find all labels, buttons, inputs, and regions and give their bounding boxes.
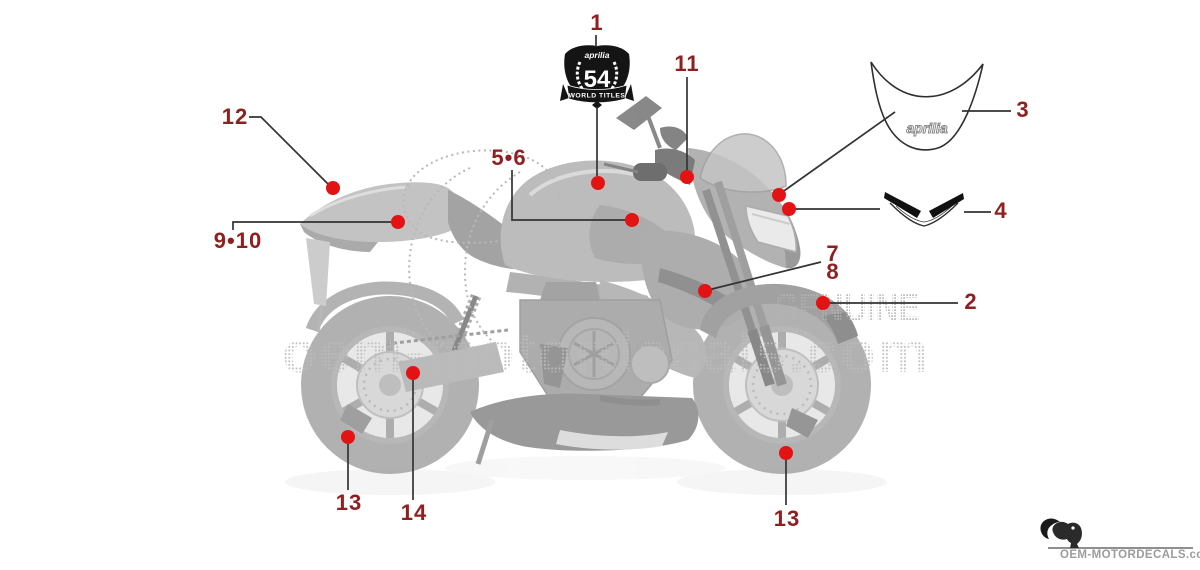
motorcycle-illustration	[300, 96, 871, 474]
chevron-decal	[884, 192, 964, 227]
belly-pan	[470, 393, 699, 465]
windscreen-decal-label: aprilia	[906, 120, 947, 136]
windscreen-decal: aprilia	[870, 61, 984, 151]
callout-label-13-front: 13	[773, 506, 801, 531]
callout-label-13-rear: 13	[335, 490, 363, 515]
callout-label-8: 8	[826, 259, 840, 284]
footer-logo-text: OEM-MOTORDECALS.com	[1060, 549, 1200, 561]
footer-logo: OEM-MOTORDECALS.com	[1040, 518, 1200, 561]
callout-label-11: 11	[674, 51, 700, 76]
callout-label-9-10: 9•10	[213, 228, 263, 253]
callout-label-2: 2	[964, 289, 978, 314]
callout-label-12: 12	[221, 104, 249, 129]
callout-label-14: 14	[400, 500, 428, 525]
toucan-icon	[1040, 518, 1082, 548]
front-controls	[603, 96, 787, 387]
ground-shadow	[285, 456, 887, 495]
callout-label-1: 1	[590, 10, 604, 35]
callout-lines	[232, 35, 1011, 505]
tail-section	[300, 182, 467, 333]
accessory-dotted-outlines	[402, 149, 561, 348]
world-titles-badge: aprilia 54 WORLD TITLES	[560, 45, 634, 109]
callout-label-5-6: 5•6	[491, 145, 527, 170]
callout-label-4: 4	[994, 198, 1008, 223]
watermarks: oem-motordecals.com GENUINE	[282, 286, 930, 385]
engine	[519, 282, 673, 399]
badge-banner-text: WORLD TITLES	[569, 93, 626, 100]
badge-number-text: 54	[584, 66, 611, 93]
windscreen	[699, 133, 787, 193]
swingarm	[385, 293, 509, 392]
watermark-genuine-text: GENUINE	[774, 286, 920, 330]
badge-brand-text: aprilia	[584, 50, 609, 60]
callout-label-3: 3	[1016, 97, 1030, 122]
rear-hugger	[305, 281, 464, 333]
watermark-center-text: oem-motordecals.com	[282, 320, 930, 385]
callout-label-7: 7	[826, 241, 840, 266]
callout-dots	[326, 170, 830, 460]
